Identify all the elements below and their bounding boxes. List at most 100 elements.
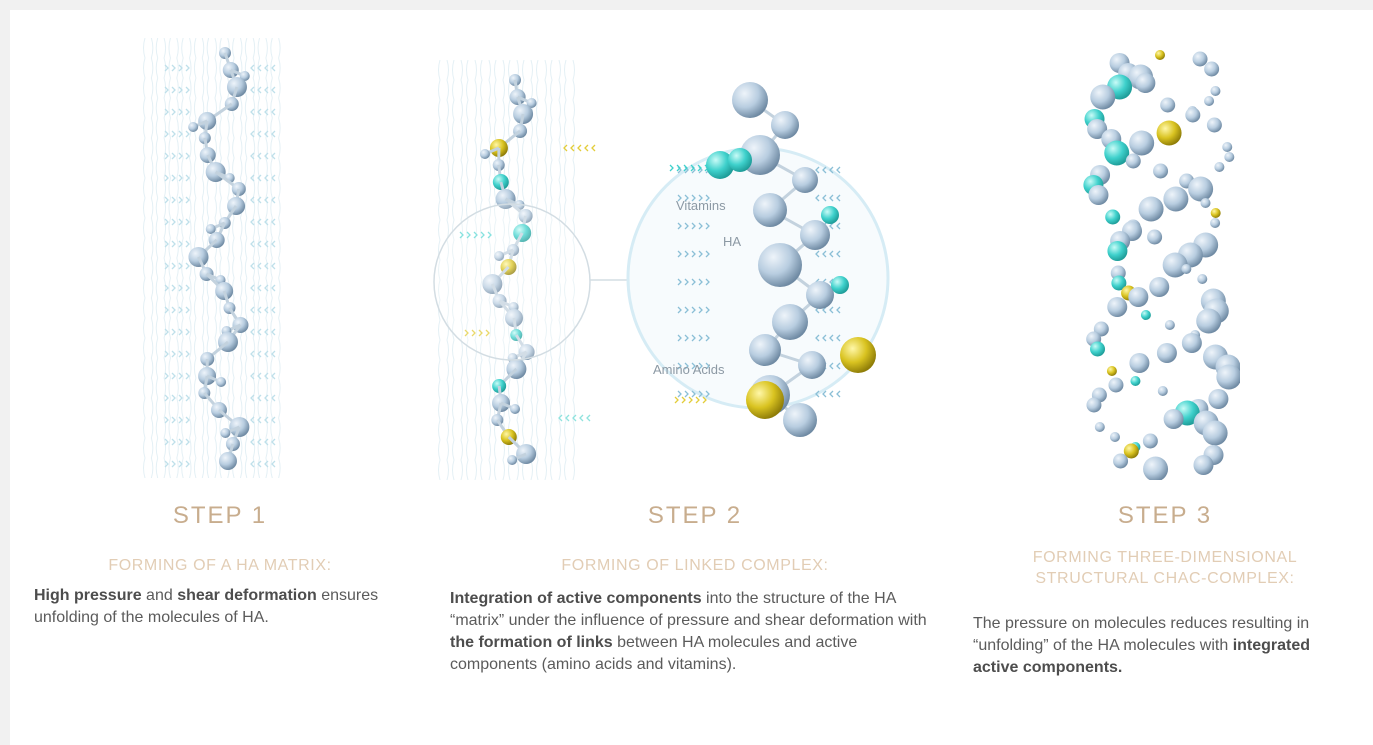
pressure-arrow bbox=[185, 262, 190, 270]
pressure-arrow bbox=[815, 390, 820, 398]
pressure-arrow bbox=[185, 174, 190, 182]
pressure-arrow bbox=[257, 350, 262, 358]
pressure-arrow bbox=[264, 240, 269, 248]
pressure-arrow bbox=[691, 166, 696, 174]
pressure-arrow bbox=[695, 396, 700, 404]
pressure-arrow bbox=[257, 416, 262, 424]
ha-molecule bbox=[1125, 153, 1141, 169]
pressure-arrow bbox=[264, 262, 269, 270]
pressure-arrow bbox=[250, 350, 255, 358]
ha-molecule bbox=[222, 62, 239, 78]
ha-molecule bbox=[1204, 61, 1220, 77]
pressure-arrow bbox=[271, 130, 276, 138]
ha-molecule bbox=[1185, 107, 1201, 123]
pressure-arrow bbox=[271, 306, 276, 314]
pressure-arrow bbox=[257, 218, 262, 226]
pressure-arrow bbox=[688, 396, 693, 404]
pressure-arrow bbox=[683, 164, 688, 172]
pressure-arrow bbox=[471, 329, 476, 337]
ha-molecule bbox=[218, 452, 237, 470]
pressure-arrow bbox=[185, 328, 190, 336]
amino-acid-molecule bbox=[746, 381, 784, 419]
ha-molecule bbox=[1088, 185, 1109, 205]
pressure-arrow bbox=[164, 262, 169, 270]
pressure-arrow bbox=[271, 438, 276, 446]
ha-molecule bbox=[1216, 364, 1240, 390]
ha-molecule bbox=[1157, 386, 1168, 396]
pressure-arrow bbox=[178, 196, 183, 204]
pressure-arrow bbox=[698, 194, 703, 202]
pressure-arrow bbox=[591, 144, 596, 152]
pressure-arrow bbox=[271, 460, 276, 468]
pressure-arrow bbox=[250, 174, 255, 182]
pressure-arrow bbox=[822, 250, 827, 258]
pressure-arrow bbox=[250, 438, 255, 446]
pressure-arrow bbox=[185, 240, 190, 248]
pressure-wave-line bbox=[163, 38, 167, 478]
pressure-arrow bbox=[250, 108, 255, 116]
step3-description: The pressure on molecules reduces result… bbox=[973, 615, 1311, 676]
pressure-arrow bbox=[705, 306, 710, 314]
pressure-arrow bbox=[264, 130, 269, 138]
ha-molecule bbox=[1153, 163, 1169, 179]
pressure-arrow bbox=[178, 328, 183, 336]
pressure-arrow bbox=[271, 64, 276, 72]
pressure-arrow bbox=[705, 278, 710, 286]
pressure-arrow bbox=[829, 362, 834, 370]
pressure-arrow bbox=[264, 174, 269, 182]
pressure-arrow bbox=[185, 394, 190, 402]
ha-molecule bbox=[1113, 453, 1129, 469]
pressure-arrow bbox=[697, 164, 702, 172]
pressure-arrow bbox=[257, 174, 262, 182]
ha-molecule bbox=[1149, 277, 1170, 297]
ha-molecule bbox=[482, 274, 503, 294]
amino-acid-molecule bbox=[1106, 366, 1117, 376]
pressure-arrow bbox=[691, 250, 696, 258]
pressure-arrow bbox=[829, 306, 834, 314]
ha-molecule bbox=[1142, 433, 1158, 449]
pressure-arrow bbox=[698, 166, 703, 174]
pressure-arrow bbox=[271, 86, 276, 94]
pressure-arrow bbox=[669, 164, 674, 172]
ha-molecule bbox=[800, 220, 830, 250]
pressure-arrow bbox=[271, 416, 276, 424]
pressure-arrow bbox=[164, 394, 169, 402]
ha-molecule bbox=[1193, 455, 1214, 475]
pressure-arrow bbox=[164, 130, 169, 138]
ha-molecule bbox=[1188, 176, 1214, 202]
pressure-arrow bbox=[185, 218, 190, 226]
pressure-arrow bbox=[698, 362, 703, 370]
pressure-wave-line bbox=[460, 60, 463, 480]
pressure-arrow bbox=[698, 250, 703, 258]
pressure-arrow bbox=[677, 390, 682, 398]
ha-molecule bbox=[1196, 308, 1222, 334]
ha-molecule bbox=[758, 243, 802, 287]
pressure-arrow bbox=[250, 328, 255, 336]
pressure-arrow bbox=[271, 152, 276, 160]
pressure-arrow bbox=[485, 329, 490, 337]
pressure-arrow bbox=[257, 372, 262, 380]
pressure-arrow bbox=[178, 394, 183, 402]
pressure-arrow bbox=[171, 196, 176, 204]
vitamin-molecule bbox=[831, 276, 849, 294]
ha-molecule bbox=[771, 111, 799, 139]
pressure-wave-line bbox=[474, 60, 477, 480]
amino-acid-molecule bbox=[1123, 443, 1139, 459]
ha-molecule bbox=[1086, 397, 1102, 413]
pressure-arrow bbox=[480, 231, 485, 239]
ha-molecule bbox=[1210, 218, 1221, 228]
pressure-arrow bbox=[271, 284, 276, 292]
pressure-arrow bbox=[563, 144, 568, 152]
vitamin-molecule bbox=[1130, 376, 1141, 386]
pressure-wave-line bbox=[564, 60, 567, 480]
pressure-arrow bbox=[705, 250, 710, 258]
pressure-arrow bbox=[178, 372, 183, 380]
step2-subtitle: FORMING OF LINKED COMPLEX: bbox=[561, 557, 829, 574]
ha-molecule bbox=[513, 104, 534, 124]
ha-molecule bbox=[1162, 252, 1188, 278]
ha-molecule bbox=[1204, 96, 1215, 106]
pressure-arrow bbox=[691, 390, 696, 398]
pressure-wave-line bbox=[544, 60, 547, 480]
ha-molecule bbox=[1208, 389, 1229, 409]
ha-molecule bbox=[1181, 264, 1192, 274]
